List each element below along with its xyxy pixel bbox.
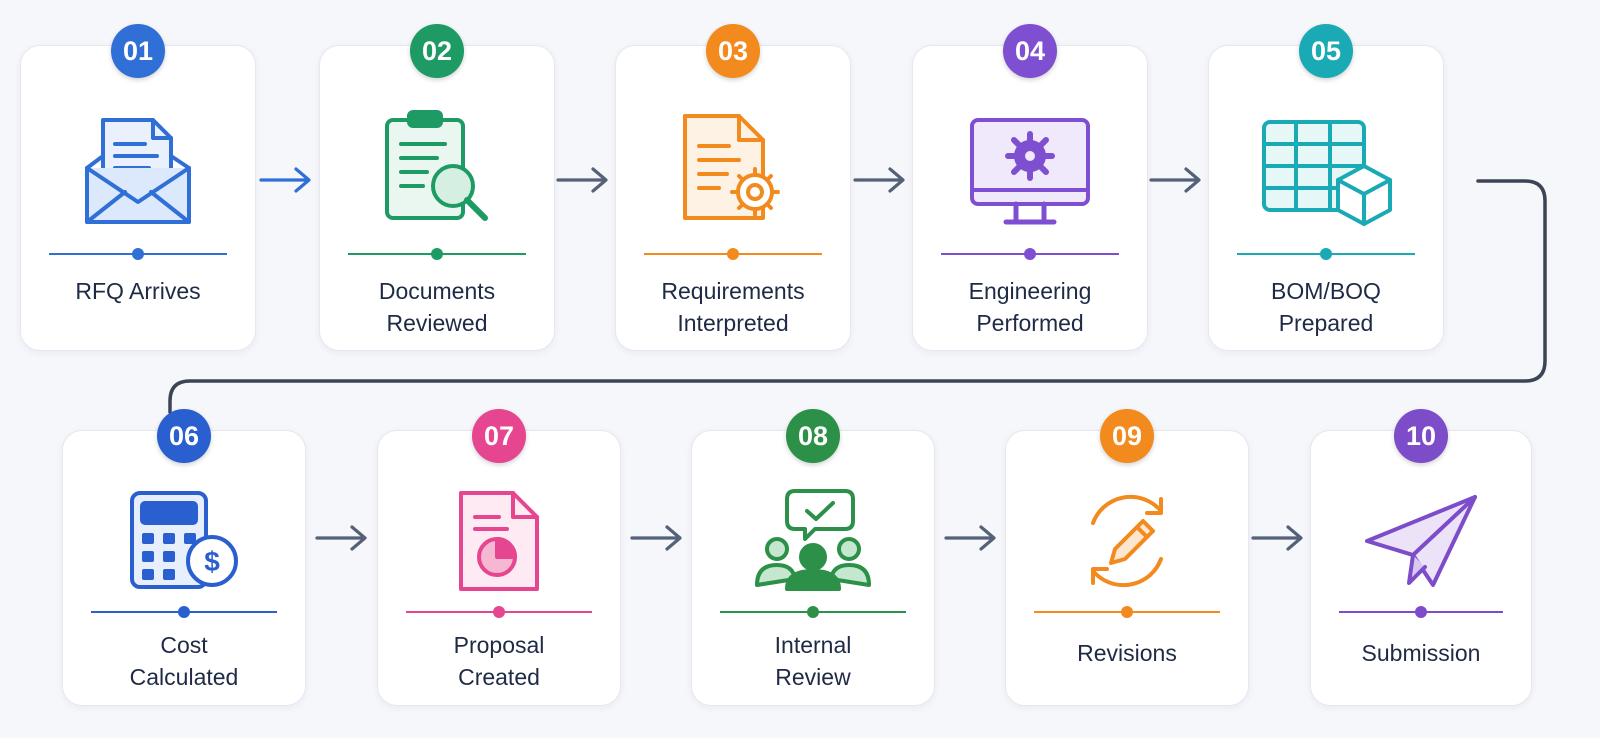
- step-timeline: [49, 248, 227, 260]
- arrow-icon: [944, 525, 996, 551]
- step-label: Revisions: [1077, 640, 1177, 666]
- step-card-01: 01 RFQ Arrives: [20, 24, 256, 351]
- step-timeline: [644, 248, 822, 260]
- timeline-dot: [493, 606, 505, 618]
- timeline-dot: [1024, 248, 1036, 260]
- paper-plane-icon: [1363, 493, 1479, 589]
- timeline-dot: [1320, 248, 1332, 260]
- step-label: RFQ Arrives: [75, 278, 201, 304]
- svg-text:$: $: [204, 546, 220, 577]
- step-card-07: 07 Proposal Created: [377, 409, 621, 706]
- step-timeline: [941, 248, 1119, 260]
- step-card-03: 03 Requirements Interpreted: [615, 24, 851, 351]
- step-timeline: [1034, 606, 1220, 618]
- step-number-badge: 09: [1100, 409, 1154, 463]
- step-number-badge: 02: [410, 24, 464, 78]
- step-timeline: [720, 606, 906, 618]
- step-number-badge: 10: [1394, 409, 1448, 463]
- step-label: Engineering Performed: [968, 278, 1092, 336]
- arrow-icon: [315, 525, 367, 551]
- document-gear-icon: [679, 110, 787, 226]
- step-timeline: [1237, 248, 1415, 260]
- step-card-09: 09 Revisions: [1005, 409, 1249, 706]
- arrow-icon: [556, 167, 608, 193]
- step-card-05: 05 BOM/BOQ Prepared: [1208, 24, 1444, 351]
- timeline-dot: [1121, 606, 1133, 618]
- step-timeline: [1339, 606, 1503, 618]
- monitor-gear-icon: [968, 116, 1092, 228]
- step-card-06: 06 $ Cost Calculated: [62, 409, 306, 706]
- step-card-02: 02 Documents Reviewed: [319, 24, 555, 351]
- arrow-icon: [630, 525, 682, 551]
- timeline-dot: [431, 248, 443, 260]
- clipboard-search-icon: [381, 108, 493, 226]
- step-number-badge: 05: [1299, 24, 1353, 78]
- team-checkmark-icon: [753, 485, 873, 591]
- pencil-cycle-icon: [1073, 487, 1181, 595]
- envelope-document-icon: [83, 110, 193, 228]
- step-card-04: 04 Engineering Performed: [912, 24, 1148, 351]
- step-number-badge: 01: [111, 24, 165, 78]
- step-card-08: 08 Internal Review: [691, 409, 935, 706]
- step-label: Proposal Created: [453, 632, 545, 690]
- timeline-dot: [1415, 606, 1427, 618]
- document-piechart-icon: [457, 489, 541, 593]
- step-label: BOM/BOQ Prepared: [1271, 278, 1381, 336]
- step-number-badge: 07: [472, 409, 526, 463]
- step-number-badge: 08: [786, 409, 840, 463]
- arrow-icon: [1149, 167, 1201, 193]
- step-label: Documents Reviewed: [378, 278, 496, 336]
- step-label: Requirements Interpreted: [661, 278, 805, 336]
- step-label: Internal Review: [774, 632, 852, 690]
- step-timeline: [406, 606, 592, 618]
- arrow-icon: [853, 167, 905, 193]
- step-label: Cost Calculated: [129, 632, 239, 690]
- arrow-icon: [1251, 525, 1303, 551]
- step-number-badge: 03: [706, 24, 760, 78]
- step-timeline: [348, 248, 526, 260]
- step-label: Submission: [1361, 640, 1481, 666]
- table-cube-icon: [1260, 118, 1392, 228]
- calculator-dollar-icon: $: [128, 489, 240, 591]
- step-number-badge: 04: [1003, 24, 1057, 78]
- step-card-10: 10 Submission: [1310, 409, 1532, 706]
- step-number-badge: 06: [157, 409, 211, 463]
- arrow-icon: [259, 167, 311, 193]
- timeline-dot: [807, 606, 819, 618]
- timeline-dot: [727, 248, 739, 260]
- step-timeline: [91, 606, 277, 618]
- timeline-dot: [132, 248, 144, 260]
- timeline-dot: [178, 606, 190, 618]
